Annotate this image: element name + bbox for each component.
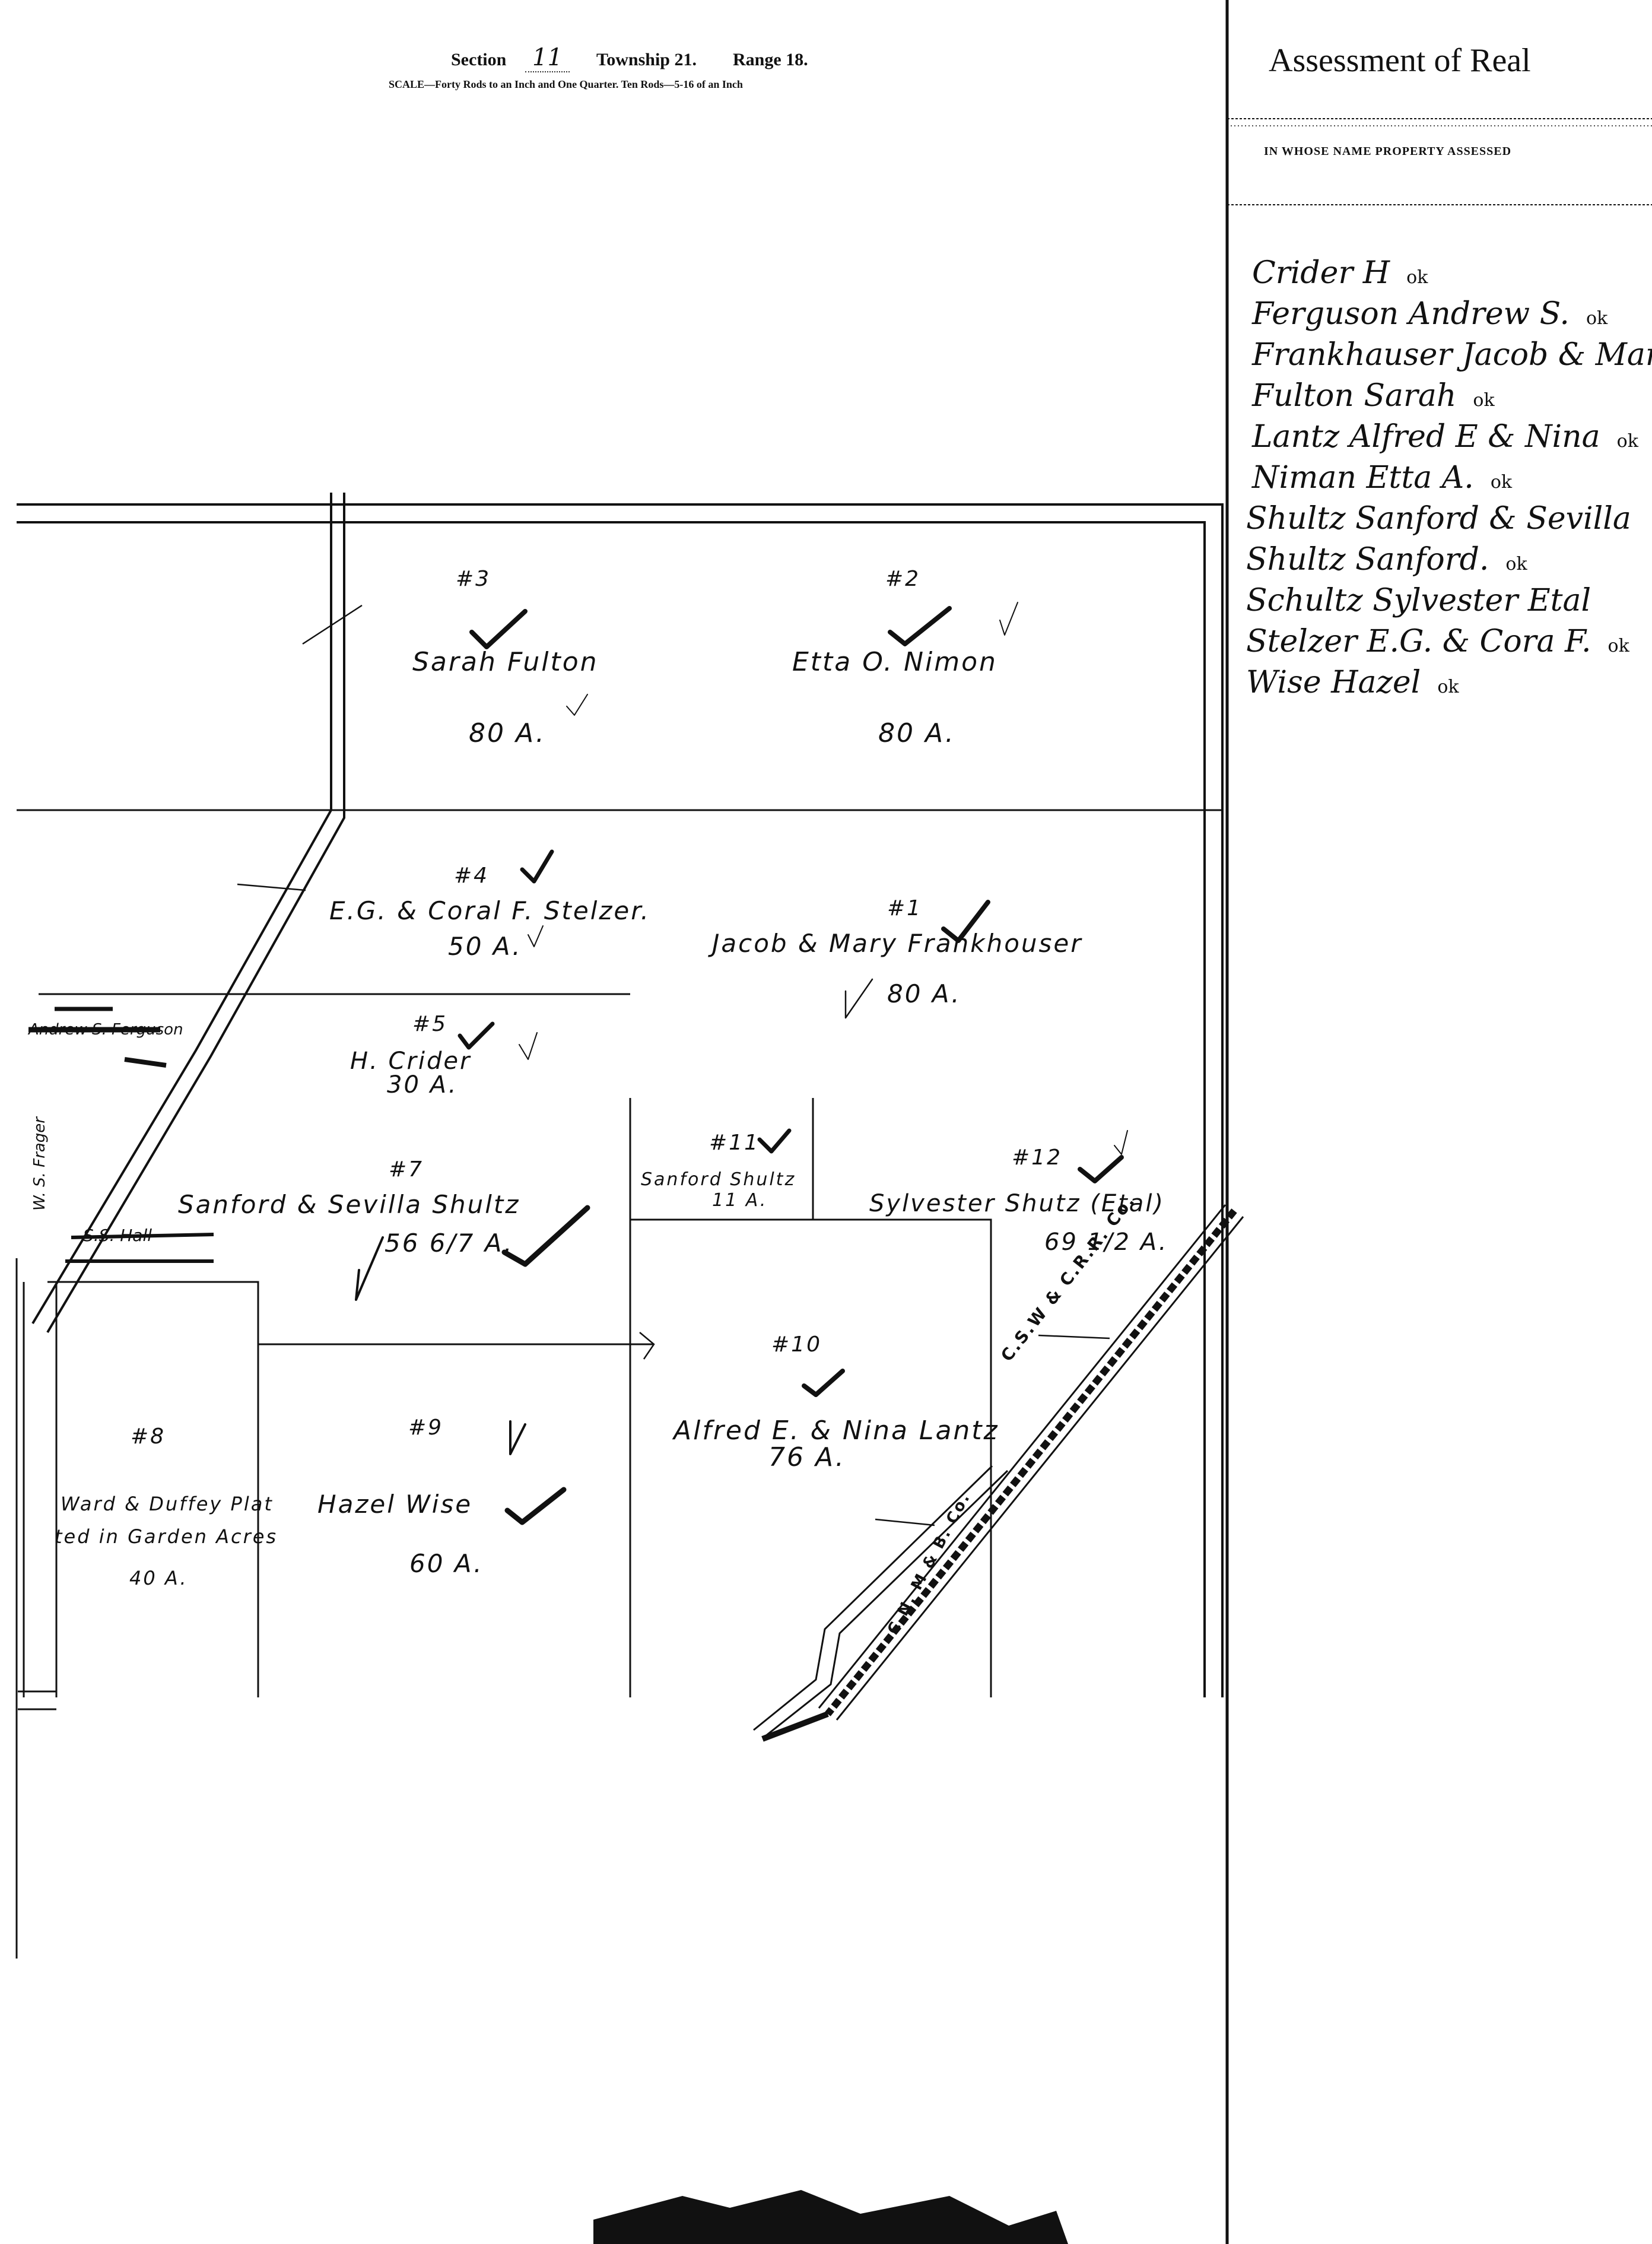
section-label: Section <box>451 50 507 69</box>
owner-name: Shultz Sanford & Sevilla <box>1246 501 1631 537</box>
parcel-area: 56 6/7 A. <box>385 1229 514 1258</box>
parcel-number: #10 <box>771 1332 822 1357</box>
owner-name: Wise Hazel <box>1246 665 1421 700</box>
parcel-number: #4 <box>454 864 490 888</box>
parcel-number: #1 <box>887 896 923 921</box>
owner-name: Fulton Sarah <box>1252 378 1457 414</box>
scale-note: SCALE—Forty Rods to an Inch and One Quar… <box>389 78 743 90</box>
owner-list-item: Wise Hazel ok <box>1246 665 1459 700</box>
parcel-number: #7 <box>389 1157 424 1182</box>
road-west-a <box>31 493 332 1325</box>
railroad-csw <box>825 1208 1237 1716</box>
parcel-owner: Hazel Wise <box>317 1490 473 1519</box>
owner-name: Stelzer E.G. & Cora F. <box>1246 624 1591 659</box>
owner-list-item: Shultz Sanford. ok <box>1246 542 1527 577</box>
owner-list-item: Frankhauser Jacob & Mary <box>1252 337 1652 373</box>
parcel-owner: Sarah Fulton <box>412 647 599 677</box>
parcel-area: 69 1/2 A. <box>1044 1229 1168 1256</box>
owner-name: Frankhauser Jacob & Mary <box>1252 337 1652 373</box>
parcel-owner-line2: ted in Garden Acres <box>55 1525 278 1548</box>
owner-name: Schultz Sylvester Etal <box>1246 583 1591 618</box>
owner-name: Niman Etta A. <box>1252 460 1474 496</box>
owner-list-item: Schultz Sylvester Etal <box>1246 583 1591 618</box>
owner-ok-mark: ok <box>1473 390 1495 411</box>
parcel-area: 30 A. <box>387 1071 458 1099</box>
parcel-owner: Sanford & Sevilla Shultz <box>178 1190 520 1219</box>
parcel-area: 11 A. <box>712 1190 768 1211</box>
owner-name: Lantz Alfred E & Nina <box>1252 419 1600 455</box>
owner-list-item: Shultz Sanford & Sevilla <box>1246 501 1631 537</box>
parcel-area: 50 A. <box>448 932 522 961</box>
parcel-number: #9 <box>408 1415 444 1440</box>
owner-list-item: Lantz Alfred E & Nina ok <box>1252 419 1638 455</box>
parcel-number: #11 <box>709 1131 760 1155</box>
parcel-area: 60 A. <box>409 1549 484 1578</box>
owner-list-item: Stelzer E.G. & Cora F. ok <box>1246 624 1629 659</box>
parcel-owner: Jacob & Mary Frankhouser <box>712 929 1083 958</box>
parcel-number: #5 <box>412 1012 448 1036</box>
parcel-number: #8 <box>131 1424 166 1449</box>
assessment-title: Assessment of Real <box>1269 42 1531 79</box>
parcel-area: 80 A. <box>469 718 546 748</box>
parcel-owner: Sanford Shultz <box>641 1169 796 1190</box>
parcel-number: #12 <box>1012 1145 1062 1170</box>
line-12-box <box>813 1218 992 1697</box>
owner-list-item: Niman Etta A. ok <box>1252 460 1512 496</box>
parcel-number: #2 <box>885 567 921 591</box>
parcel-owner: E.G. & Coral F. Stelzer. <box>329 896 651 925</box>
parcel-area: 80 A. <box>887 979 961 1008</box>
owner-name: Crider H <box>1252 255 1390 291</box>
owner-ok-mark: ok <box>1586 308 1608 329</box>
parcel-number: #3 <box>456 567 491 591</box>
owner-ok-mark: ok <box>1616 431 1638 452</box>
parcel-area: 76 A. <box>768 1442 846 1472</box>
owner-name: Ferguson Andrew S. <box>1252 296 1570 332</box>
owner-ok-mark: ok <box>1607 636 1629 656</box>
range-label: Range 18. <box>733 50 808 69</box>
struck-name-small: S.S. Hall <box>83 1226 153 1245</box>
margin-vertical-note: W. S. Frager <box>31 1117 49 1211</box>
parcel-owner: Alfred E. & Nina Lantz <box>673 1415 999 1446</box>
parcel-owner: Ward & Duffey Plat <box>61 1493 274 1515</box>
owner-ok-mark: ok <box>1437 677 1459 697</box>
section-number: 11 <box>525 44 570 72</box>
line-8-box <box>47 1281 259 1697</box>
owner-ok-mark: ok <box>1406 267 1428 288</box>
railroad-cnm <box>753 1465 993 1731</box>
parcel-owner: Sylvester Shutz (Etal) <box>869 1190 1165 1217</box>
parcel-owner: Etta O. Nimon <box>792 647 997 677</box>
road-west-b <box>46 493 345 1334</box>
owner-list-item: Fulton Sarah ok <box>1252 378 1495 414</box>
section-boundary-inner <box>17 521 1206 1697</box>
struck-name-ferguson: Andrew S. Ferguson <box>28 1021 183 1039</box>
parcel-area: 80 A. <box>878 718 955 748</box>
assessment-column-header: IN WHOSE NAME PROPERTY ASSESSED <box>1264 145 1512 158</box>
owner-name: Shultz Sanford. <box>1246 542 1489 577</box>
parcel-owner: H. Crider <box>350 1048 472 1075</box>
owner-ok-mark: ok <box>1505 554 1527 575</box>
section-boundary-outer <box>17 503 1224 1697</box>
township-label: Township 21. <box>596 50 697 69</box>
owner-list-item: Crider H ok <box>1252 255 1428 291</box>
parcel-area: 40 A. <box>129 1567 188 1589</box>
owner-ok-mark: ok <box>1490 472 1513 493</box>
owner-list-item: Ferguson Andrew S. ok <box>1252 296 1607 332</box>
